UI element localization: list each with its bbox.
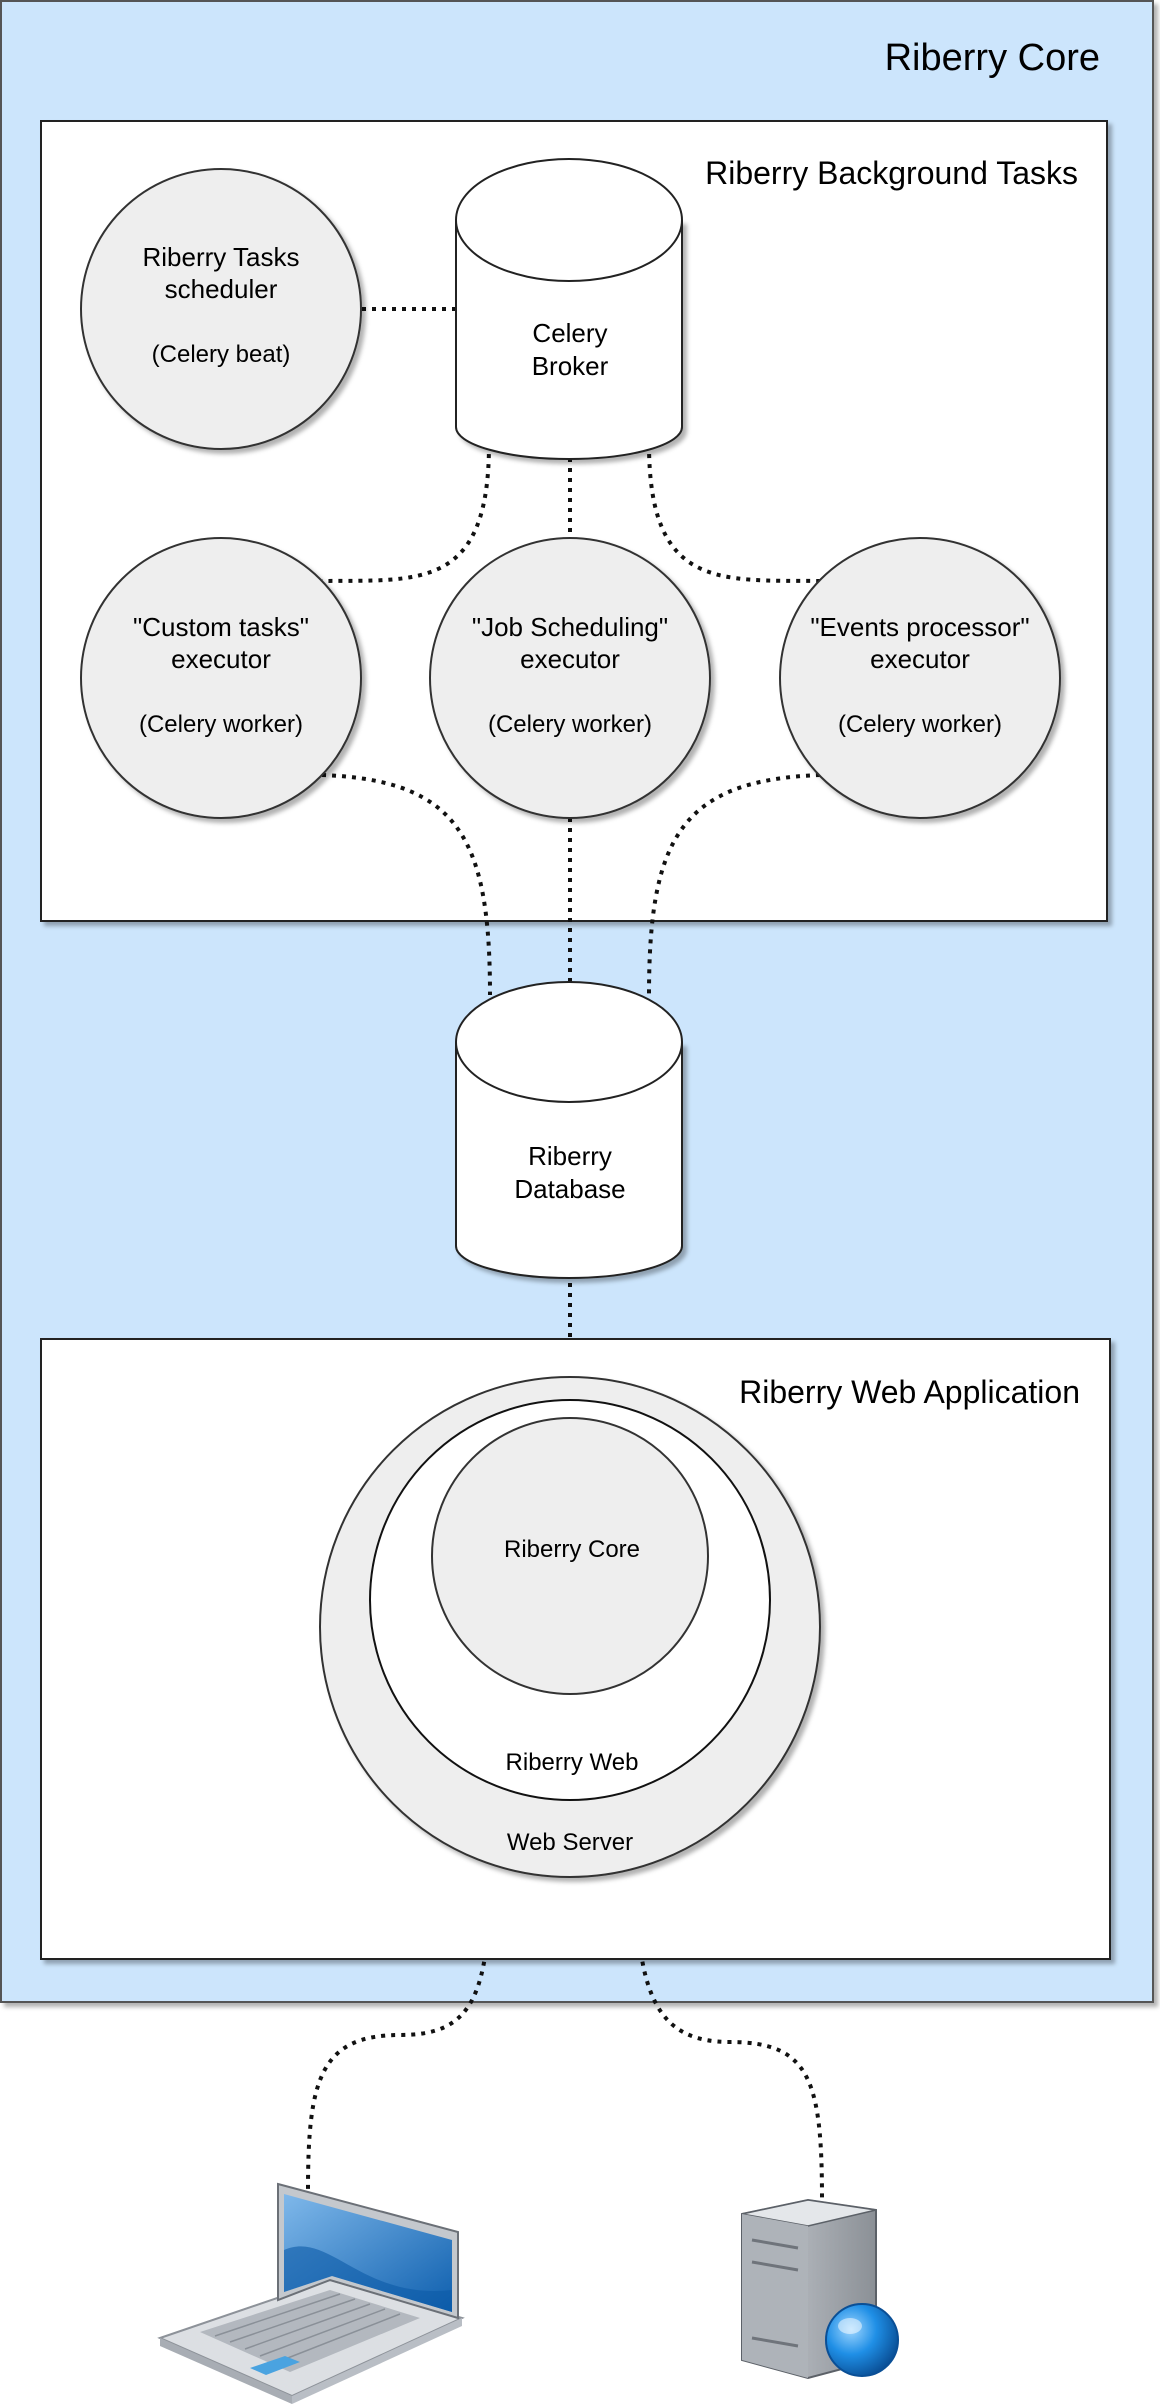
- worker-node-custom-tasks: "Custom tasks" executor (Celery worker): [80, 537, 362, 819]
- worker-line2: executor: [870, 644, 970, 674]
- connectors: [306, 307, 824, 2201]
- laptop-icon: [157, 2182, 465, 2404]
- broker-line2: Broker: [532, 351, 609, 381]
- worker-line2: executor: [171, 644, 271, 674]
- riberry-web-label: Riberry Web: [506, 1749, 639, 1776]
- worker-line1: "Custom tasks": [133, 612, 309, 642]
- worker-line1: "Job Scheduling": [472, 612, 668, 642]
- webserver-server-link: [634, 1871, 824, 2201]
- worker3-database-link: [647, 773, 821, 996]
- worker-node-job-scheduling: "Job Scheduling" executor (Celery worker…: [429, 537, 711, 819]
- broker-line1: Celery: [532, 318, 607, 348]
- broker-worker1-link: [321, 443, 491, 583]
- web-application-title: Riberry Web Application: [739, 1374, 1080, 1410]
- worker-line3: (Celery worker): [139, 711, 303, 738]
- scheduler-line2: scheduler: [165, 274, 278, 304]
- worker1-database-link: [321, 773, 492, 996]
- server-icon: [741, 2198, 899, 2380]
- scheduler-line3: (Celery beat): [152, 341, 291, 368]
- worker-line3: (Celery worker): [488, 711, 652, 738]
- webserver-laptop-link: [306, 1871, 492, 2191]
- worker-line2: executor: [520, 644, 620, 674]
- tasks-scheduler-node: Riberry Tasks scheduler (Celery beat): [80, 168, 362, 450]
- scheduler-line1: Riberry Tasks: [142, 242, 299, 272]
- riberry-core-inner-label: Riberry Core: [504, 1536, 640, 1563]
- riberry-database-node: Riberry Database: [455, 981, 683, 1279]
- database-line1: Riberry: [528, 1141, 612, 1171]
- worker-line1: "Events processor": [810, 612, 1029, 642]
- worker-line3: (Celery worker): [838, 711, 1002, 738]
- core-title: Riberry Core: [885, 37, 1100, 79]
- web-server-label: Web Server: [507, 1829, 633, 1856]
- celery-broker-node: Celery Broker: [455, 158, 683, 460]
- worker-node-events-processor: "Events processor" executor (Celery work…: [779, 537, 1061, 819]
- riberry-core-inner-node: Riberry Core: [431, 1417, 709, 1695]
- database-line2: Database: [514, 1174, 625, 1204]
- background-tasks-title: Riberry Background Tasks: [705, 155, 1078, 191]
